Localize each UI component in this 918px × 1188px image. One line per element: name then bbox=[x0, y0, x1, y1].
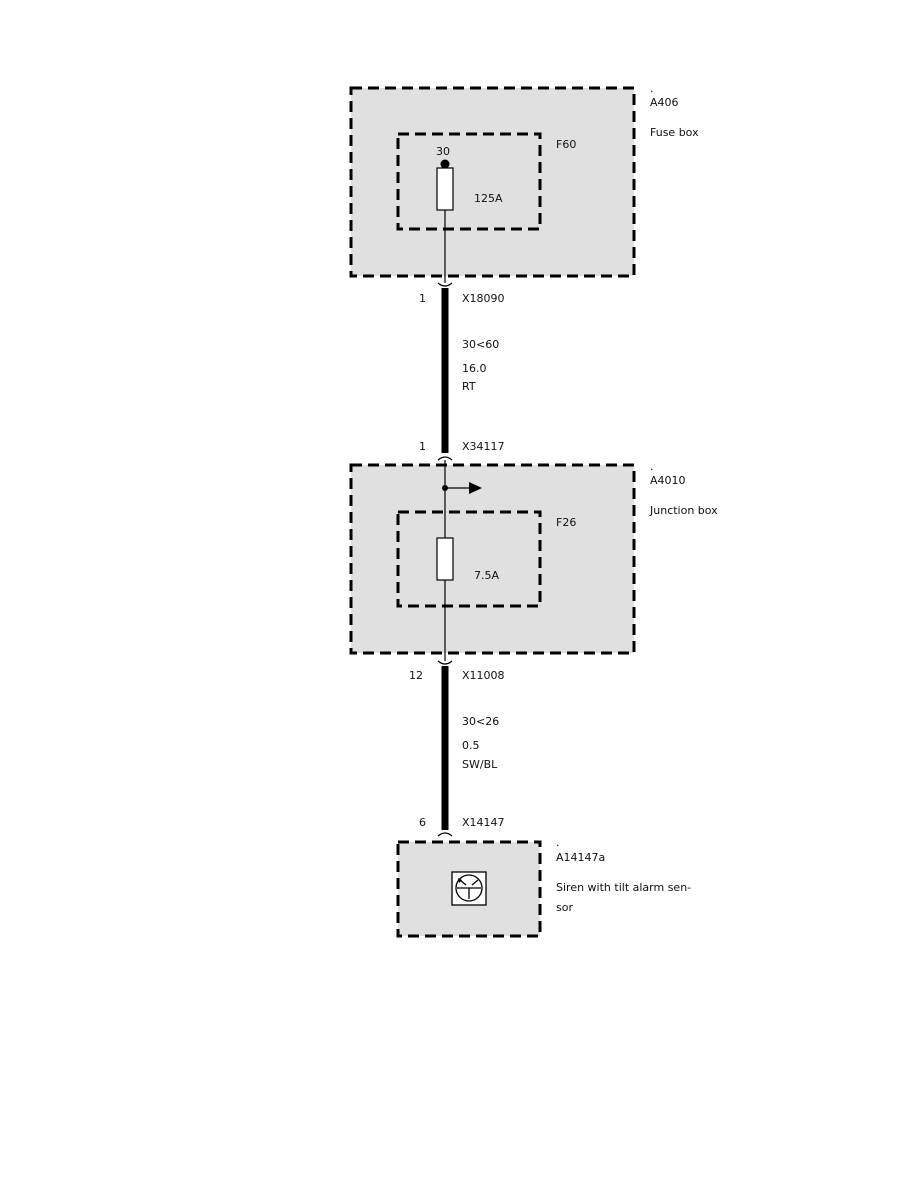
siren-icon bbox=[451, 871, 487, 906]
branch-arrow-icon bbox=[469, 482, 482, 494]
junction-box-dot: . bbox=[650, 460, 654, 473]
connector-x11008-id: X11008 bbox=[462, 669, 505, 682]
fuse-f60-terminal: 30 bbox=[436, 145, 450, 158]
connector-x14147-pin: 6 bbox=[419, 816, 426, 829]
wire-2-color: SW/BL bbox=[462, 758, 498, 771]
connector-x14147-symbol bbox=[437, 832, 453, 837]
fuse-f60-symbol bbox=[436, 167, 454, 211]
connector-x18090-id: X18090 bbox=[462, 292, 505, 305]
fuse-f26-id: F26 bbox=[556, 516, 576, 529]
wire-30-60: 1 X18090 30<60 16.0 RT 1 X34117 bbox=[419, 288, 505, 453]
connector-x34117-id: X34117 bbox=[462, 440, 505, 453]
junction-box-a4010: . A4010 Junction box F26 7.5A bbox=[349, 460, 718, 661]
fuse-f26-rating: 7.5A bbox=[474, 569, 499, 582]
wire-1-color: RT bbox=[462, 380, 476, 393]
fuse-box-dot: . bbox=[650, 82, 654, 95]
fuse-f60-outline bbox=[396, 132, 542, 231]
connector-x11008-symbol bbox=[437, 660, 453, 665]
connector-x34117-pin: 1 bbox=[419, 440, 426, 453]
connector-x18090-pin: 1 bbox=[419, 292, 426, 305]
connector-x18090-symbol bbox=[437, 282, 453, 287]
fuse-f60-id: F60 bbox=[556, 138, 576, 151]
siren-name-line1: Siren with tilt alarm sen- bbox=[556, 881, 691, 894]
wire-2-gauge: 0.5 bbox=[462, 739, 480, 752]
wire-2-circuit: 30<26 bbox=[462, 715, 499, 728]
fuse-f60-rating: 125A bbox=[474, 192, 503, 205]
siren-name-line2: sor bbox=[556, 901, 573, 914]
fuse-box-outline bbox=[349, 86, 636, 278]
wire-1-circuit: 30<60 bbox=[462, 338, 499, 351]
siren-dot: . bbox=[556, 836, 560, 849]
fuse-f26-outline bbox=[396, 510, 542, 608]
connector-x11008-pin: 12 bbox=[409, 669, 423, 682]
junction-box-name: Junction box bbox=[649, 504, 718, 517]
connector-x14147-id: X14147 bbox=[462, 816, 505, 829]
wire-1-gauge: 16.0 bbox=[462, 362, 487, 375]
fuse-box-name: Fuse box bbox=[650, 126, 699, 139]
fuse-box-id: A406 bbox=[650, 96, 679, 109]
connector-x34117-symbol bbox=[437, 456, 453, 461]
siren-id: A14147a bbox=[556, 851, 605, 864]
junction-box-outline bbox=[349, 463, 636, 655]
junction-box-id: A4010 bbox=[650, 474, 686, 487]
fuse-f26-symbol bbox=[436, 537, 454, 581]
siren-a14147a: . A14147a Siren with tilt alarm sen- sor bbox=[396, 836, 691, 938]
fuse-box-a406: . A406 Fuse box F60 30 125A bbox=[349, 82, 699, 283]
wire-30-26: 12 X11008 30<26 0.5 SW/BL 6 X14147 bbox=[409, 666, 505, 830]
